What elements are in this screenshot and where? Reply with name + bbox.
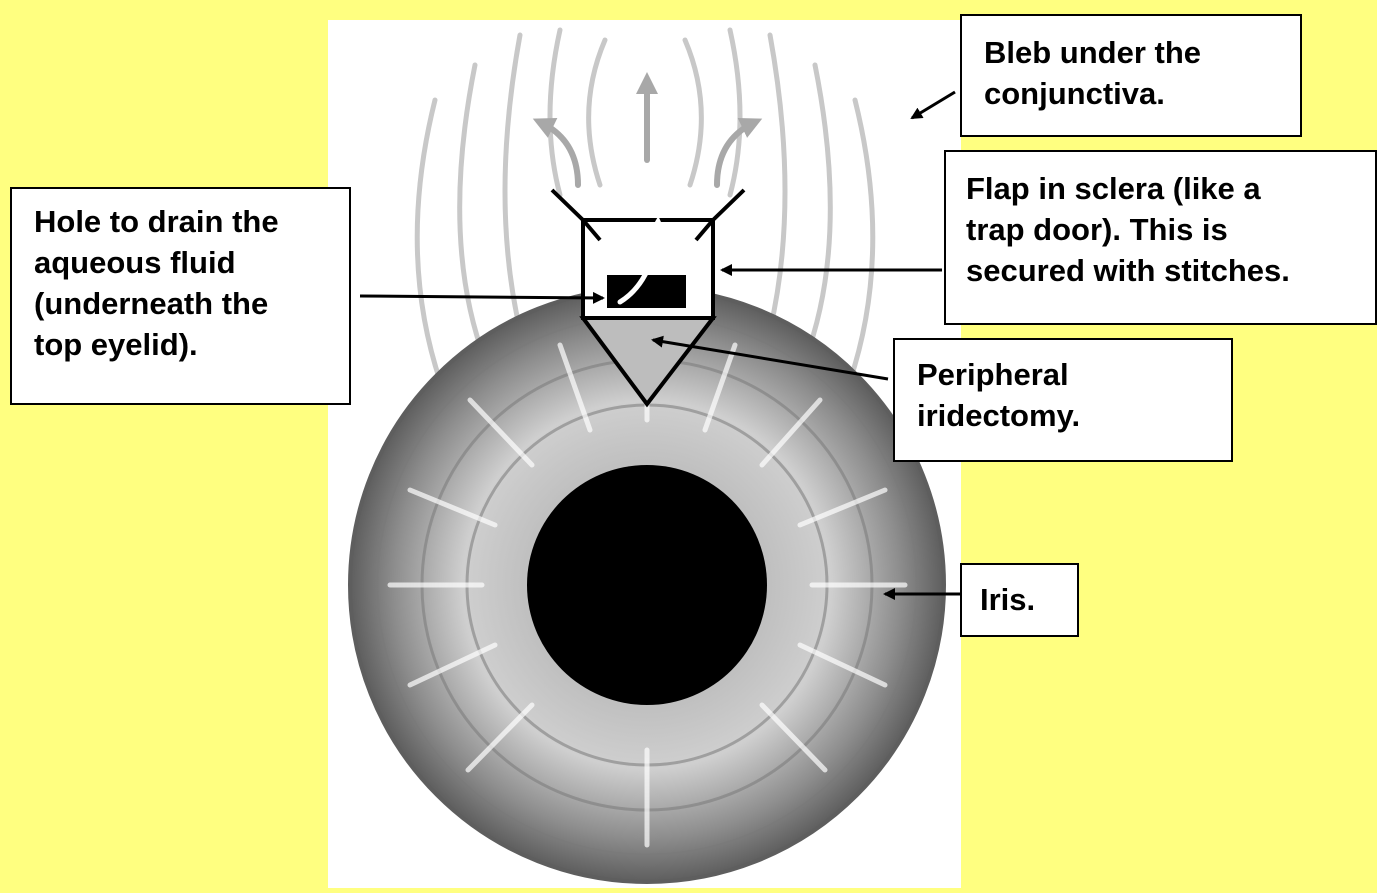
iris-label-line: Iris.	[980, 579, 1063, 620]
iridectomy-label-line: Peripheral	[917, 354, 1217, 395]
flap-label-line: trap door). This is	[966, 209, 1361, 250]
flap-label: Flap in sclera (like a trap door). This …	[944, 150, 1377, 325]
bleb-label-line: conjunctiva.	[984, 73, 1286, 114]
flap-label-line: Flap in sclera (like a	[966, 168, 1361, 209]
pupil	[527, 465, 767, 705]
iridectomy-label: Peripheral iridectomy.	[893, 338, 1233, 462]
bleb-label: Bleb under the conjunctiva.	[960, 14, 1302, 137]
arrow-icon	[360, 296, 603, 298]
hole-label: Hole to drain the aqueous fluid (underne…	[10, 187, 351, 405]
iridectomy-label-line: iridectomy.	[917, 395, 1217, 436]
hole-label-line: Hole to drain the	[34, 201, 335, 242]
bleb-label-line: Bleb under the	[984, 32, 1286, 73]
hole-label-line: (underneath the	[34, 283, 335, 324]
hole-label-line: top eyelid).	[34, 324, 335, 365]
hole-label-line: aqueous fluid	[34, 242, 335, 283]
iris-label: Iris.	[960, 563, 1079, 637]
flap-label-line: secured with stitches.	[966, 250, 1361, 291]
